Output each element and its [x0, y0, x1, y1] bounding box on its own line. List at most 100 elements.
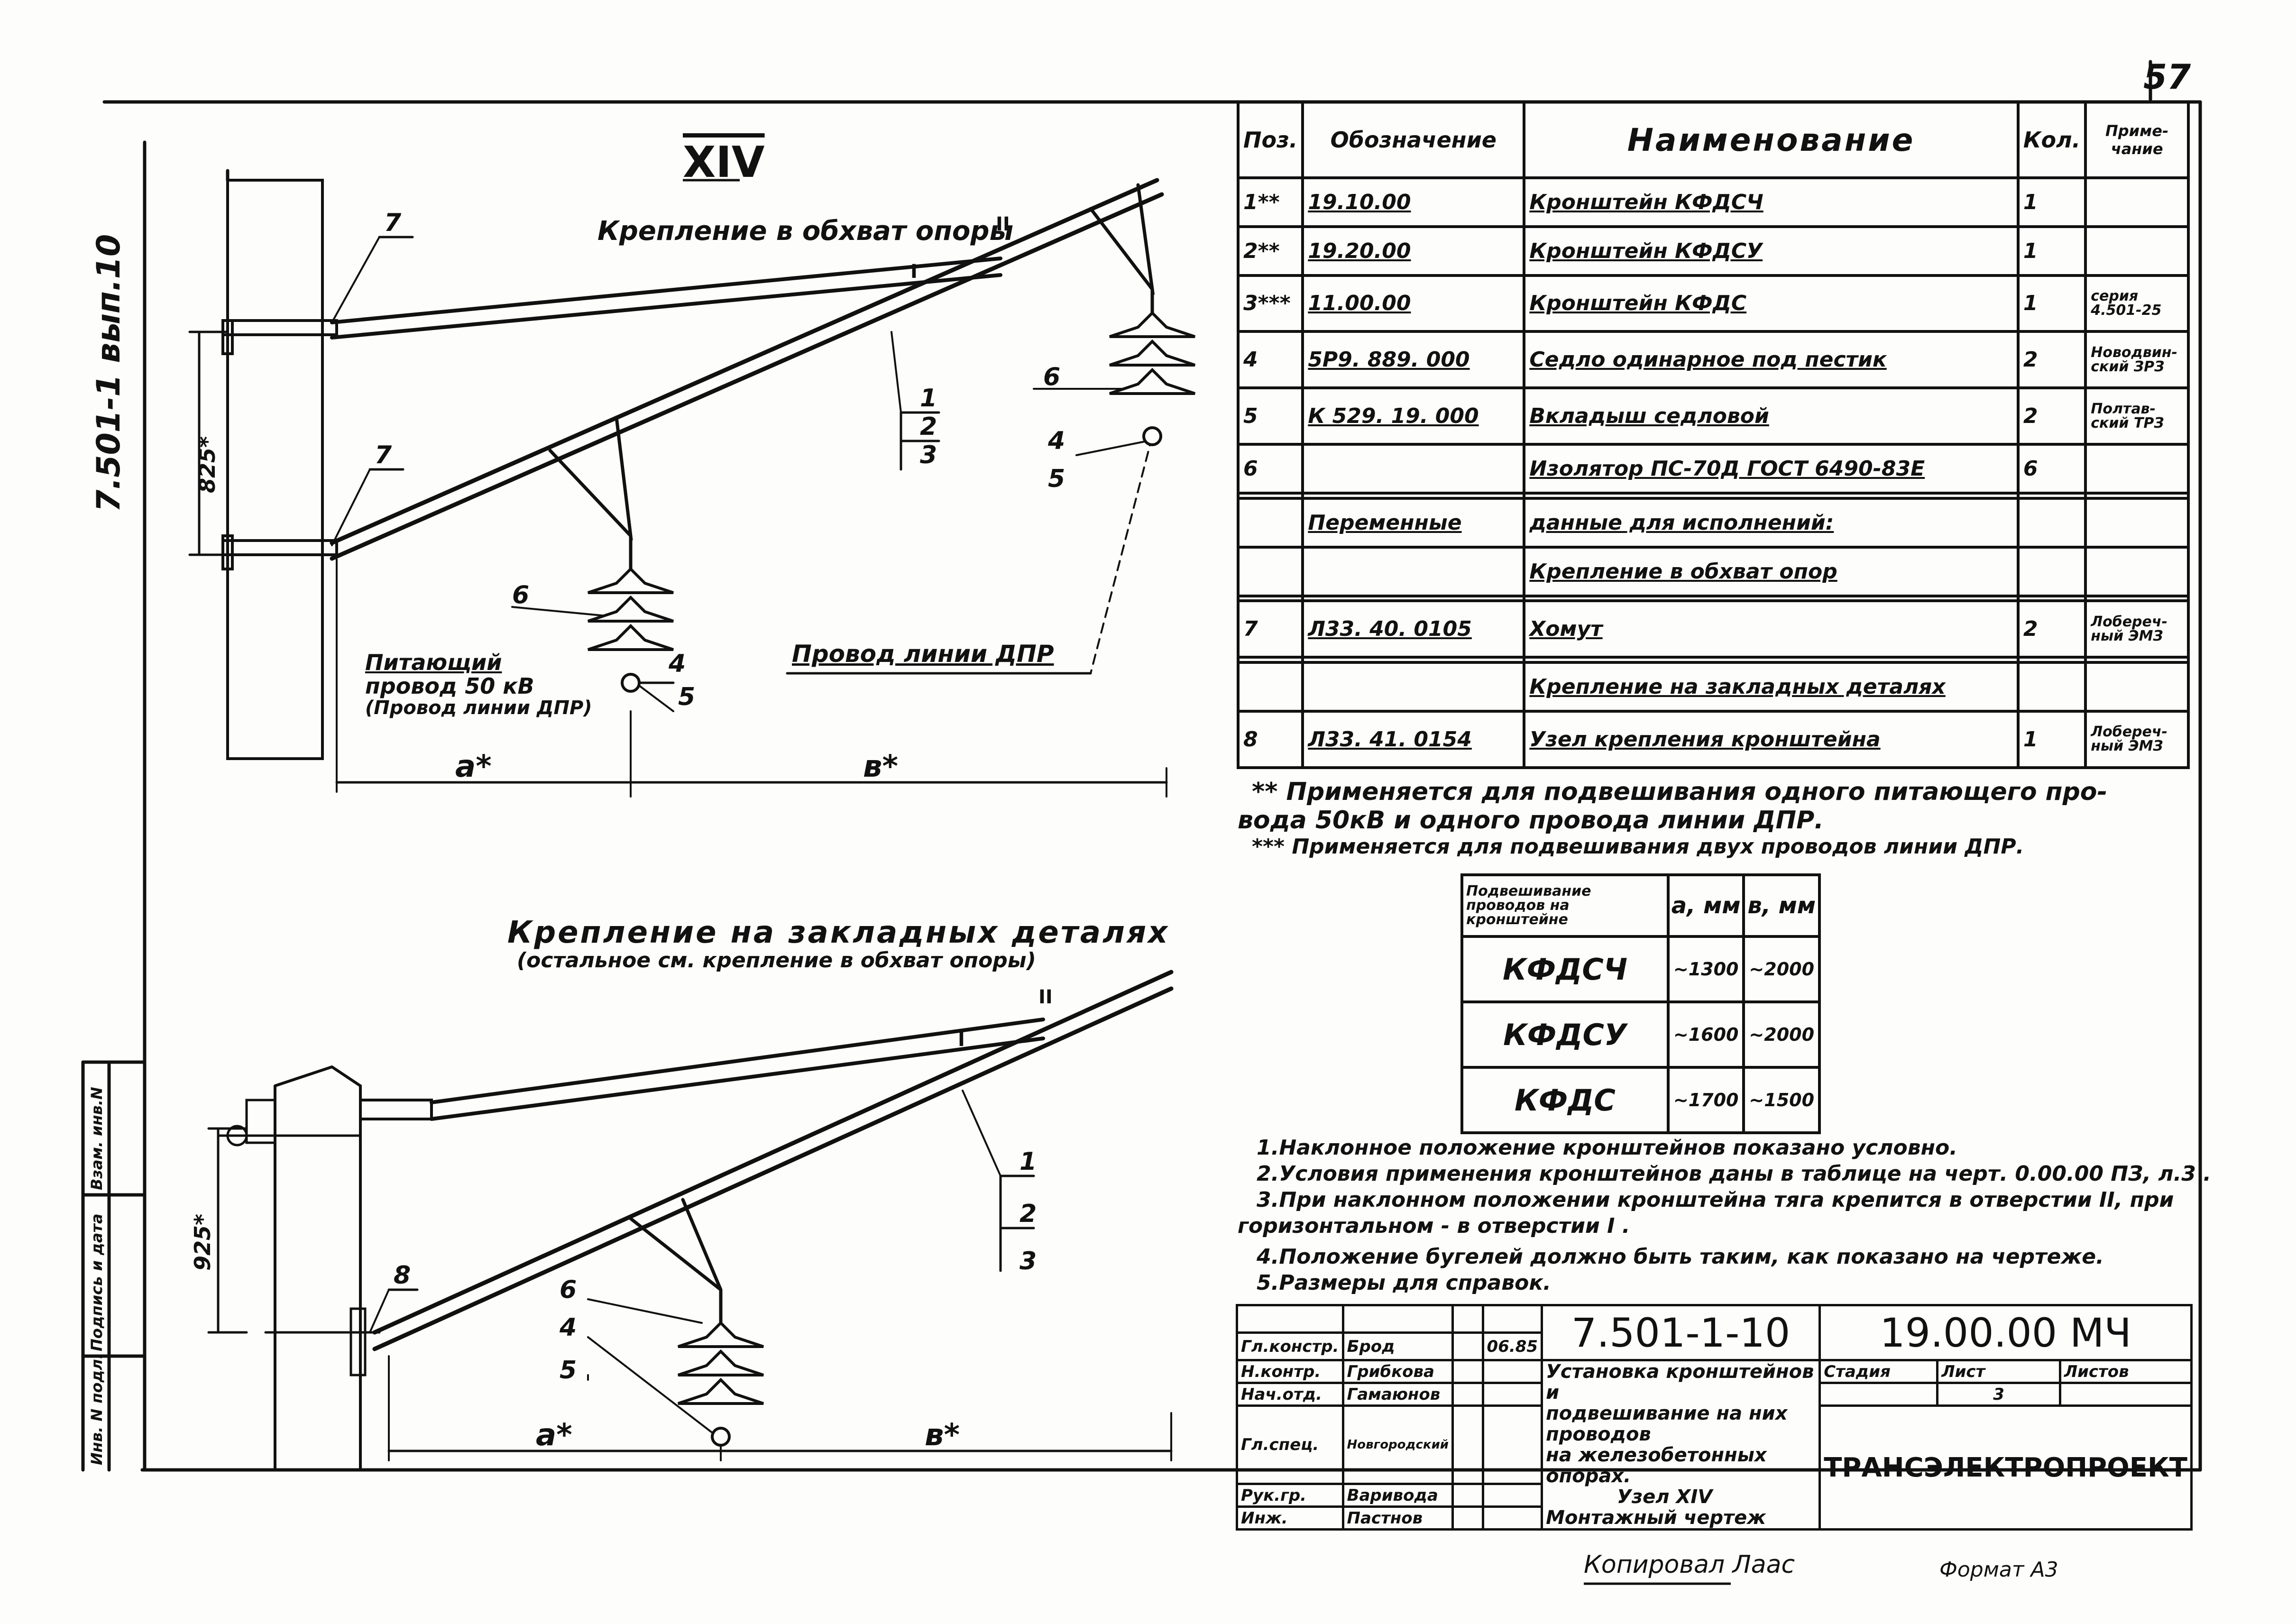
cell: ~2000 — [1742, 935, 1821, 1003]
table-row: КФДСЧ~1300~2000 — [1460, 935, 1821, 1003]
cell: 1 — [2016, 709, 2087, 770]
ab-col-b: в, мм — [1742, 873, 1821, 938]
cell: Новодвин-ский ЗРЗ — [2084, 330, 2190, 390]
note-4: 4.Положение бугелей должно быть таким, к… — [1257, 1245, 2104, 1269]
doc-title-line: на железобетонных опорах. — [1546, 1444, 1767, 1487]
signer-role: Н.контр. — [1236, 1359, 1344, 1384]
signer-date: 06.85 — [1481, 1331, 1543, 1361]
label-3-v2: 3 — [1019, 1247, 1037, 1275]
doc-number: 19.00.00 МЧ — [1818, 1304, 2193, 1361]
cell: ~1300 — [1666, 935, 1745, 1003]
hole-II-label: II — [996, 213, 1010, 235]
cell — [1301, 661, 1526, 713]
cell: Крепление на закладных деталях — [1523, 661, 2020, 713]
copied-by: Копировал Лаас — [1584, 1551, 1795, 1579]
label-7-upper: 7 — [384, 209, 402, 237]
footnote-3: *** Применяется для подвешивания двух пр… — [1252, 835, 2024, 859]
label-2: 2 — [920, 413, 937, 441]
cell: ~1600 — [1666, 1000, 1745, 1069]
dim-925: 925* — [190, 1213, 215, 1271]
stage-label: Стадия — [1818, 1359, 1939, 1384]
hole-I-label-v2: I — [958, 1029, 965, 1051]
cell: Полтав-ский ТРЗ — [2084, 386, 2190, 446]
signer-role: Рук.гр. — [1236, 1483, 1344, 1508]
dim-a-v2: a* — [536, 1418, 572, 1453]
organization: ТРАНСЭЛЕКТРОПРОЕКТ — [1818, 1404, 2193, 1531]
cell — [2016, 545, 2087, 597]
cell — [1236, 497, 1304, 549]
cell: КФДС — [1460, 1066, 1670, 1134]
cell: 6 — [2016, 443, 2087, 495]
signer-name: Варивода — [1341, 1483, 1454, 1508]
dpr-wire-label: Провод линии ДПР — [792, 640, 1054, 668]
view2-title: Крепление на закладных деталях — [507, 915, 1170, 950]
feed-wire-line2: провод 50 кВ — [365, 673, 534, 699]
spec-header-pos: Поз. — [1236, 101, 1304, 179]
signer-name: Пастнов — [1341, 1505, 1454, 1531]
cell: Хомут — [1523, 599, 2020, 659]
cell — [1523, 492, 2020, 500]
label-1-v2: 1 — [1019, 1147, 1037, 1176]
doc-title-line: Узел XIV — [1617, 1486, 1713, 1508]
doc-title-line: Монтажный чертеж — [1546, 1507, 1766, 1529]
signer-role: Гл.спец. — [1236, 1404, 1344, 1485]
cell — [2016, 492, 2087, 500]
label-5-left: 5 — [678, 683, 696, 711]
node-roman: XIV — [683, 138, 765, 187]
ab-header-line: проводов на — [1466, 897, 1570, 914]
page-number: 57 — [2143, 57, 2191, 97]
specification-table: Поз. Обозначение Наименование Кол. Приме… — [1236, 101, 2190, 770]
format-label: Формат А3 — [1939, 1558, 2058, 1582]
dim-b-v1: в* — [863, 749, 898, 784]
cell: 1 — [2016, 274, 2087, 333]
cell — [2084, 497, 2190, 549]
table-row: КФДС~1700~1500 — [1460, 1066, 1821, 1134]
signer-name: Гамаюнов — [1341, 1382, 1454, 1407]
cell: 1 — [2016, 176, 2087, 228]
insulator-strings — [588, 311, 1195, 1447]
cell: КФДСУ — [1460, 1000, 1670, 1069]
signer-role: Гл.констр. — [1236, 1331, 1344, 1361]
ab-header-line: кронштейне — [1466, 911, 1568, 928]
note-3b: горизонтальном - в отверстии I . — [1238, 1214, 1630, 1238]
view2-subtitle: (остальное см. крепление в обхват опоры) — [517, 948, 1036, 973]
stamp-replace-inv: Взам. инв.N — [88, 1087, 106, 1190]
table-row: Крепление на закладных деталях — [1236, 661, 2190, 713]
cell: 19.20.00 — [1301, 225, 1526, 277]
cell: 4 — [1236, 330, 1304, 390]
cell — [1236, 545, 1304, 597]
cell: 2 — [2016, 330, 2087, 390]
cell: Седло одинарное под пестик — [1523, 330, 2020, 390]
label-6-v2: 6 — [560, 1275, 577, 1304]
label-4-right: 4 — [1048, 427, 1065, 455]
cell: серия 4.501-25 — [2084, 274, 2190, 333]
cell: 3*** — [1236, 274, 1304, 333]
doc-title-line: Установка кронштейнов и — [1546, 1361, 1814, 1404]
cell: Л33. 40. 0105 — [1301, 599, 1526, 659]
label-4-v2: 4 — [560, 1313, 577, 1342]
cell: Кронштейн КФДС — [1523, 274, 2020, 333]
signer-name: Новгородский — [1341, 1404, 1454, 1485]
cell: Крепление в обхват опор — [1523, 545, 2020, 597]
cell: 1 — [2016, 225, 2087, 277]
sheets-label: Листов — [2058, 1359, 2193, 1384]
cell — [2084, 176, 2190, 228]
cell: 7 — [1236, 599, 1304, 659]
label-1: 1 — [920, 384, 937, 413]
cell — [2084, 443, 2190, 495]
cell: 19.10.00 — [1301, 176, 1526, 228]
cell: 6 — [1236, 443, 1304, 495]
table-row — [1236, 656, 2190, 664]
cell: Переменные — [1301, 497, 1526, 549]
cell: Л33. 41. 0154 — [1301, 709, 1526, 770]
cell: 5 — [1236, 386, 1304, 446]
cell — [2084, 545, 2190, 597]
cell — [2016, 497, 2087, 549]
note-2: 2.Условия применения кронштейнов даны в … — [1257, 1162, 2211, 1186]
